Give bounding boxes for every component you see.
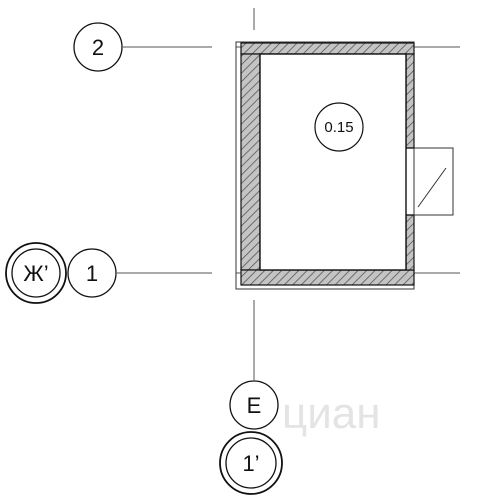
wall-right-upper [405,53,415,149]
axis-bubble-1 [67,248,117,298]
axis-bubble-e [229,380,279,430]
axis-label-1: 1 [86,261,98,286]
room-tag-circle [314,102,364,152]
wall-right-lower [405,214,415,271]
axis-bubble-zh-inner [11,248,61,298]
axis-bubble-zh-outer [5,242,67,304]
wall-top [240,42,415,55]
axis-label-1prime: 1’ [242,451,259,476]
axis-label-2: 2 [92,35,104,60]
room-interior [259,53,407,271]
room-tag-label: 0.15 [324,119,353,136]
axis-bubble-1prime-outer [219,431,283,495]
watermark-text: циан [282,389,381,438]
axis-label-e: Е [247,393,262,418]
opening-leaf [417,167,447,208]
wall-left [240,53,261,271]
axis-label-zh: Ж’ [23,261,48,286]
axis-bubble-1prime-inner [225,437,277,489]
axis-bubble-2 [73,22,123,72]
wall-bottom [240,269,415,286]
